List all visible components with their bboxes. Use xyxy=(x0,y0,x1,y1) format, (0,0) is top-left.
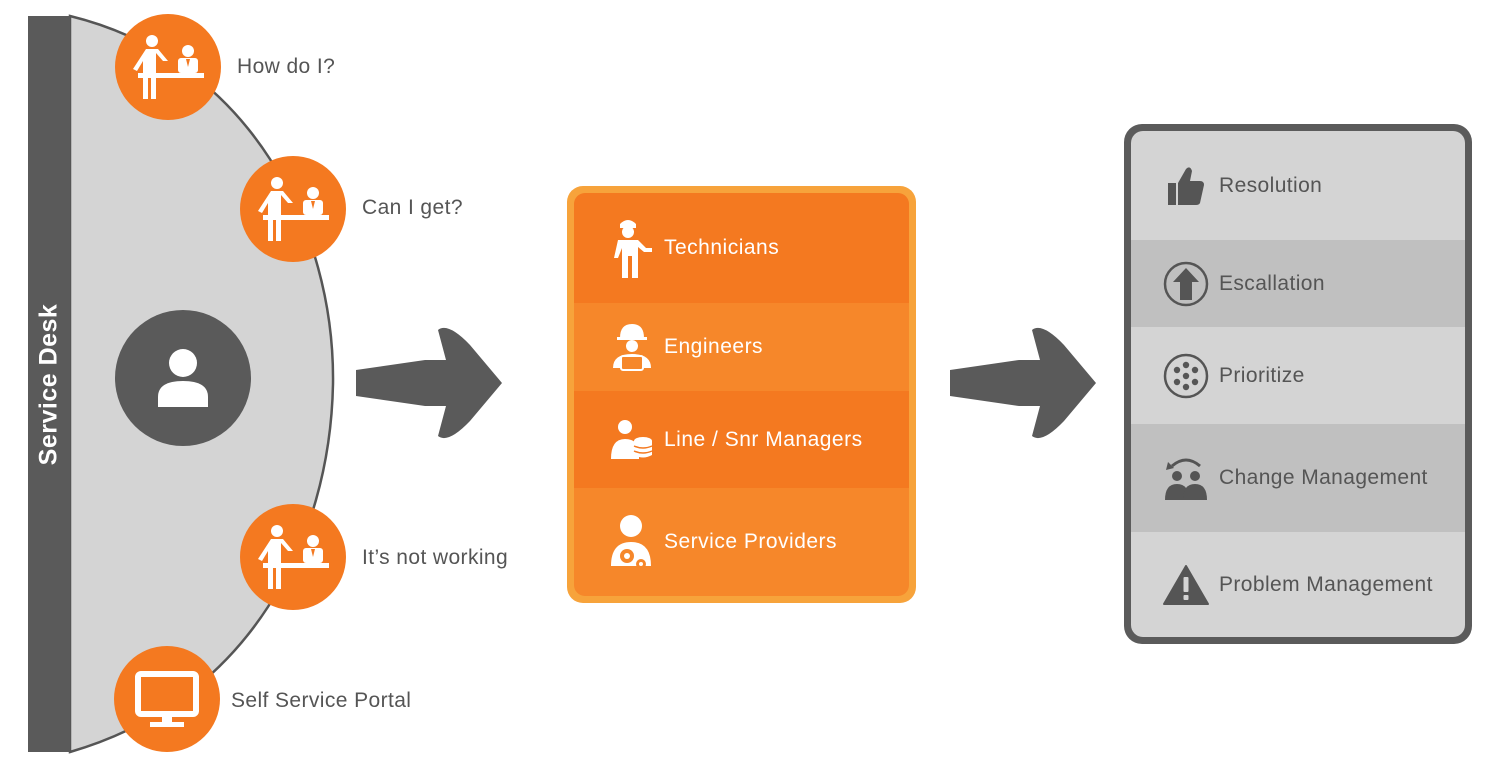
outcome-item-change-management: Change Management xyxy=(1131,424,1465,532)
dots-circle-icon xyxy=(1161,351,1211,401)
outcome-item-problem-management: Problem Management xyxy=(1131,532,1465,637)
outcome-label: Prioritize xyxy=(1219,363,1305,387)
help-desk-icon xyxy=(240,504,346,610)
outcome-label: Escallation xyxy=(1219,271,1325,295)
thumbs-up-icon xyxy=(1161,161,1211,211)
monitor-icon xyxy=(114,646,220,752)
outcome-label: Change Management xyxy=(1219,466,1428,489)
arrow-right-icon xyxy=(356,327,502,439)
manager-icon xyxy=(608,410,656,470)
arrow-right-icon xyxy=(950,327,1096,439)
outcomes-panel: Resolution Escallation xyxy=(1124,124,1472,644)
team-item-technicians: Technicians xyxy=(574,193,909,303)
outcome-label: Problem Management xyxy=(1219,572,1433,596)
warning-icon xyxy=(1161,560,1211,610)
team-label: Line / Snr Managers xyxy=(664,427,863,451)
user-icon xyxy=(115,310,251,446)
service-desk-bar xyxy=(28,16,70,752)
request-label-not-working: It’s not working xyxy=(362,546,509,569)
outcome-label: Resolution xyxy=(1219,173,1323,197)
request-label-get: Can I get? xyxy=(362,196,463,219)
outcome-item-prioritize: Prioritize xyxy=(1131,327,1465,424)
change-people-icon xyxy=(1161,453,1211,503)
outcome-item-escallation: Escallation xyxy=(1131,240,1465,327)
arrow-up-circle-icon xyxy=(1161,259,1211,309)
request-label-how: How do I? xyxy=(237,55,336,78)
help-desk-icon xyxy=(115,14,221,120)
team-label: Technicians xyxy=(664,236,780,259)
service-desk-label-wrap: Service Desk xyxy=(28,16,70,752)
team-label: Engineers xyxy=(664,335,764,358)
team-item-service-providers: Service Providers xyxy=(574,488,909,596)
team-item-engineers: Engineers xyxy=(574,303,909,391)
outcome-item-resolution: Resolution xyxy=(1131,131,1465,240)
service-provider-icon xyxy=(608,512,656,572)
team-item-managers: Line / Snr Managers xyxy=(574,391,909,488)
technician-icon xyxy=(608,218,656,278)
service-desk-label: Service Desk xyxy=(34,303,63,465)
help-desk-icon xyxy=(240,156,346,262)
request-label-self-service: Self Service Portal xyxy=(231,689,412,712)
support-teams-panel: Technicians Engineers xyxy=(567,186,916,603)
team-label: Service Providers xyxy=(664,530,838,553)
engineer-icon xyxy=(608,317,656,377)
